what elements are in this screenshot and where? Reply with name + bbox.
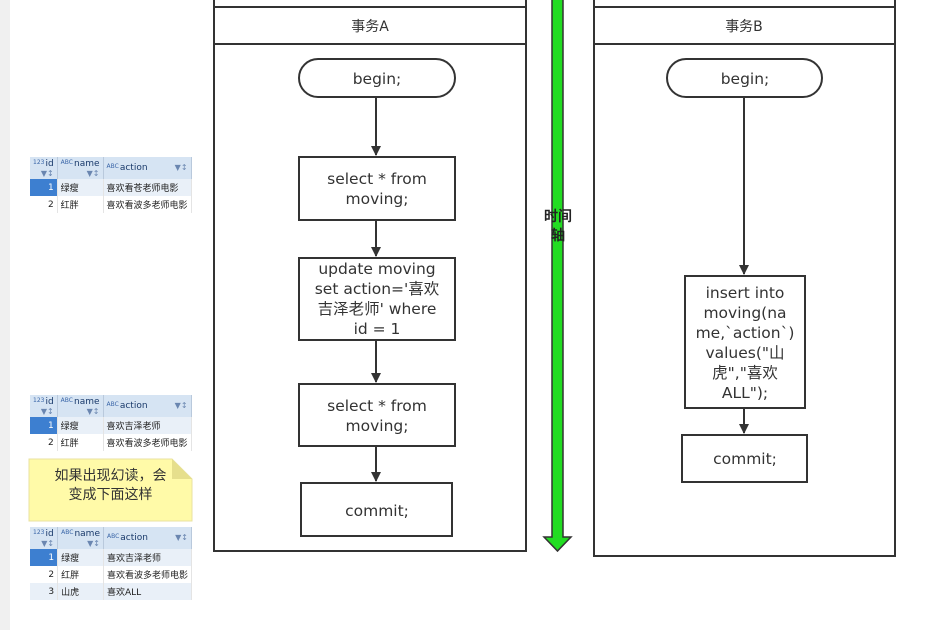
- table-row[interactable]: 2 红胖 喜欢看波多老师电影: [30, 434, 192, 451]
- lane-a-title: 事务A: [351, 19, 389, 35]
- node-a-select-2-line1: select * from: [327, 397, 427, 415]
- cell-name[interactable]: 红胖: [57, 196, 104, 213]
- cell-action[interactable]: 喜欢看苍老师电影: [103, 179, 192, 196]
- node-a-begin: begin;: [298, 58, 456, 98]
- node-a-commit-text: commit;: [345, 502, 409, 520]
- node-a-update-line3: 吉泽老师' where: [318, 300, 437, 318]
- node-b-insert-line6: ALL");: [722, 384, 768, 402]
- node-a-select-2-line2: moving;: [346, 417, 409, 435]
- cell-id[interactable]: 2: [30, 566, 59, 583]
- sticky-note: [28, 458, 193, 522]
- node-a-select-1-line1: select * from: [327, 170, 427, 188]
- note-text: 如果出现幻读，会 变成下面这样: [29, 467, 192, 505]
- node-b-begin-text: begin;: [721, 70, 770, 88]
- left-margin-strip: [0, 0, 10, 630]
- cell-id[interactable]: 1: [30, 417, 58, 434]
- column-header-id[interactable]: 123id▼↕: [30, 527, 59, 549]
- column-header-name[interactable]: ABCname▼↕: [57, 395, 104, 417]
- node-b-begin: begin;: [666, 58, 823, 98]
- lane-b-title: 事务B: [725, 19, 763, 35]
- column-header-id[interactable]: 123id▼↕: [30, 395, 58, 417]
- table-row[interactable]: 1 绿瘦 喜欢看苍老师电影: [30, 179, 192, 196]
- column-header-action[interactable]: ABCaction▼↕: [103, 157, 192, 179]
- cell-id[interactable]: 2: [30, 196, 58, 213]
- column-header-id[interactable]: 123id▼↕: [30, 157, 58, 179]
- table-row[interactable]: 3 山虎 喜欢ALL: [30, 583, 193, 600]
- table-row[interactable]: 2 红胖 喜欢看波多老师电影: [30, 566, 193, 583]
- node-b-insert-line3: me,`action`): [696, 324, 795, 342]
- column-header-action[interactable]: ABCaction▼↕: [103, 527, 193, 549]
- cell-action[interactable]: 喜欢吉泽老师: [103, 417, 192, 434]
- node-b-commit-text: commit;: [713, 450, 777, 468]
- node-a-select-2: select * from moving;: [298, 383, 456, 447]
- node-a-update: update moving set action='喜欢 吉泽老师' where…: [298, 257, 456, 341]
- table-header-row: 123id▼↕ ABCname▼↕ ABCaction▼↕: [30, 395, 192, 417]
- node-b-insert: insert into moving(na me,`action`) value…: [684, 275, 806, 409]
- note-line2: 变成下面这样: [68, 487, 153, 503]
- timeline-label-line1: 时间: [544, 208, 572, 225]
- cell-name[interactable]: 红胖: [57, 566, 104, 583]
- node-b-insert-line5: 虎","喜欢: [712, 364, 778, 382]
- column-header-name[interactable]: ABCname▼↕: [57, 157, 104, 179]
- node-a-select-1: select * from moving;: [298, 156, 456, 221]
- table-header-row: 123id▼↕ ABCname▼↕ ABCaction▼↕: [30, 527, 193, 549]
- cell-id[interactable]: 3: [30, 583, 59, 600]
- cell-action[interactable]: 喜欢看波多老师电影: [103, 196, 192, 213]
- table-row[interactable]: 2 红胖 喜欢看波多老师电影: [30, 196, 192, 213]
- node-a-update-line2: set action='喜欢: [315, 280, 440, 298]
- timeline-arrow: 时间 轴: [542, 0, 573, 553]
- node-a-update-line1: update moving: [318, 260, 435, 278]
- table-row[interactable]: 1 绿瘦 喜欢吉泽老师: [30, 549, 193, 566]
- node-a-begin-text: begin;: [353, 70, 402, 88]
- column-header-action[interactable]: ABCaction▼↕: [103, 395, 192, 417]
- cell-name[interactable]: 红胖: [57, 434, 104, 451]
- cell-id[interactable]: 2: [30, 434, 58, 451]
- cell-action[interactable]: 喜欢看波多老师电影: [103, 566, 193, 583]
- result-table-2: 123id▼↕ ABCname▼↕ ABCaction▼↕ 1 绿瘦 喜欢吉泽老…: [30, 395, 192, 451]
- result-table-1: 123id▼↕ ABCname▼↕ ABCaction▼↕ 1 绿瘦 喜欢看苍老…: [30, 157, 192, 213]
- result-table-3: 123id▼↕ ABCname▼↕ ABCaction▼↕ 1 绿瘦 喜欢吉泽老…: [30, 527, 193, 600]
- node-a-commit: commit;: [300, 482, 453, 537]
- table-row[interactable]: 1 绿瘦 喜欢吉泽老师: [30, 417, 192, 434]
- cell-id[interactable]: 1: [30, 179, 58, 196]
- cell-action[interactable]: 喜欢ALL: [103, 583, 193, 600]
- cell-name[interactable]: 绿瘦: [57, 179, 104, 196]
- note-line1: 如果出现幻读，会: [54, 468, 167, 484]
- cell-id[interactable]: 1: [30, 549, 59, 566]
- phantom-read-note: 如果出现幻读，会 变成下面这样: [29, 459, 192, 521]
- node-a-select-1-line2: moving;: [346, 190, 409, 208]
- swimlane-a: 事务A: [213, 0, 527, 552]
- table-header-row: 123id▼↕ ABCname▼↕ ABCaction▼↕: [30, 157, 192, 179]
- node-a-update-line4: id = 1: [354, 320, 401, 338]
- swimlane-b: 事务B: [593, 0, 896, 557]
- node-b-insert-line4: values("山: [705, 344, 784, 362]
- node-b-commit: commit;: [681, 434, 808, 483]
- node-b-insert-line1: insert into: [706, 284, 785, 302]
- cell-action[interactable]: 喜欢吉泽老师: [103, 549, 193, 566]
- cell-name[interactable]: 山虎: [57, 583, 104, 600]
- column-header-name[interactable]: ABCname▼↕: [57, 527, 104, 549]
- timeline-label-line2: 轴: [551, 227, 565, 244]
- cell-name[interactable]: 绿瘦: [57, 549, 104, 566]
- node-b-insert-line2: moving(na: [703, 304, 786, 322]
- cell-name[interactable]: 绿瘦: [57, 417, 104, 434]
- cell-action[interactable]: 喜欢看波多老师电影: [103, 434, 192, 451]
